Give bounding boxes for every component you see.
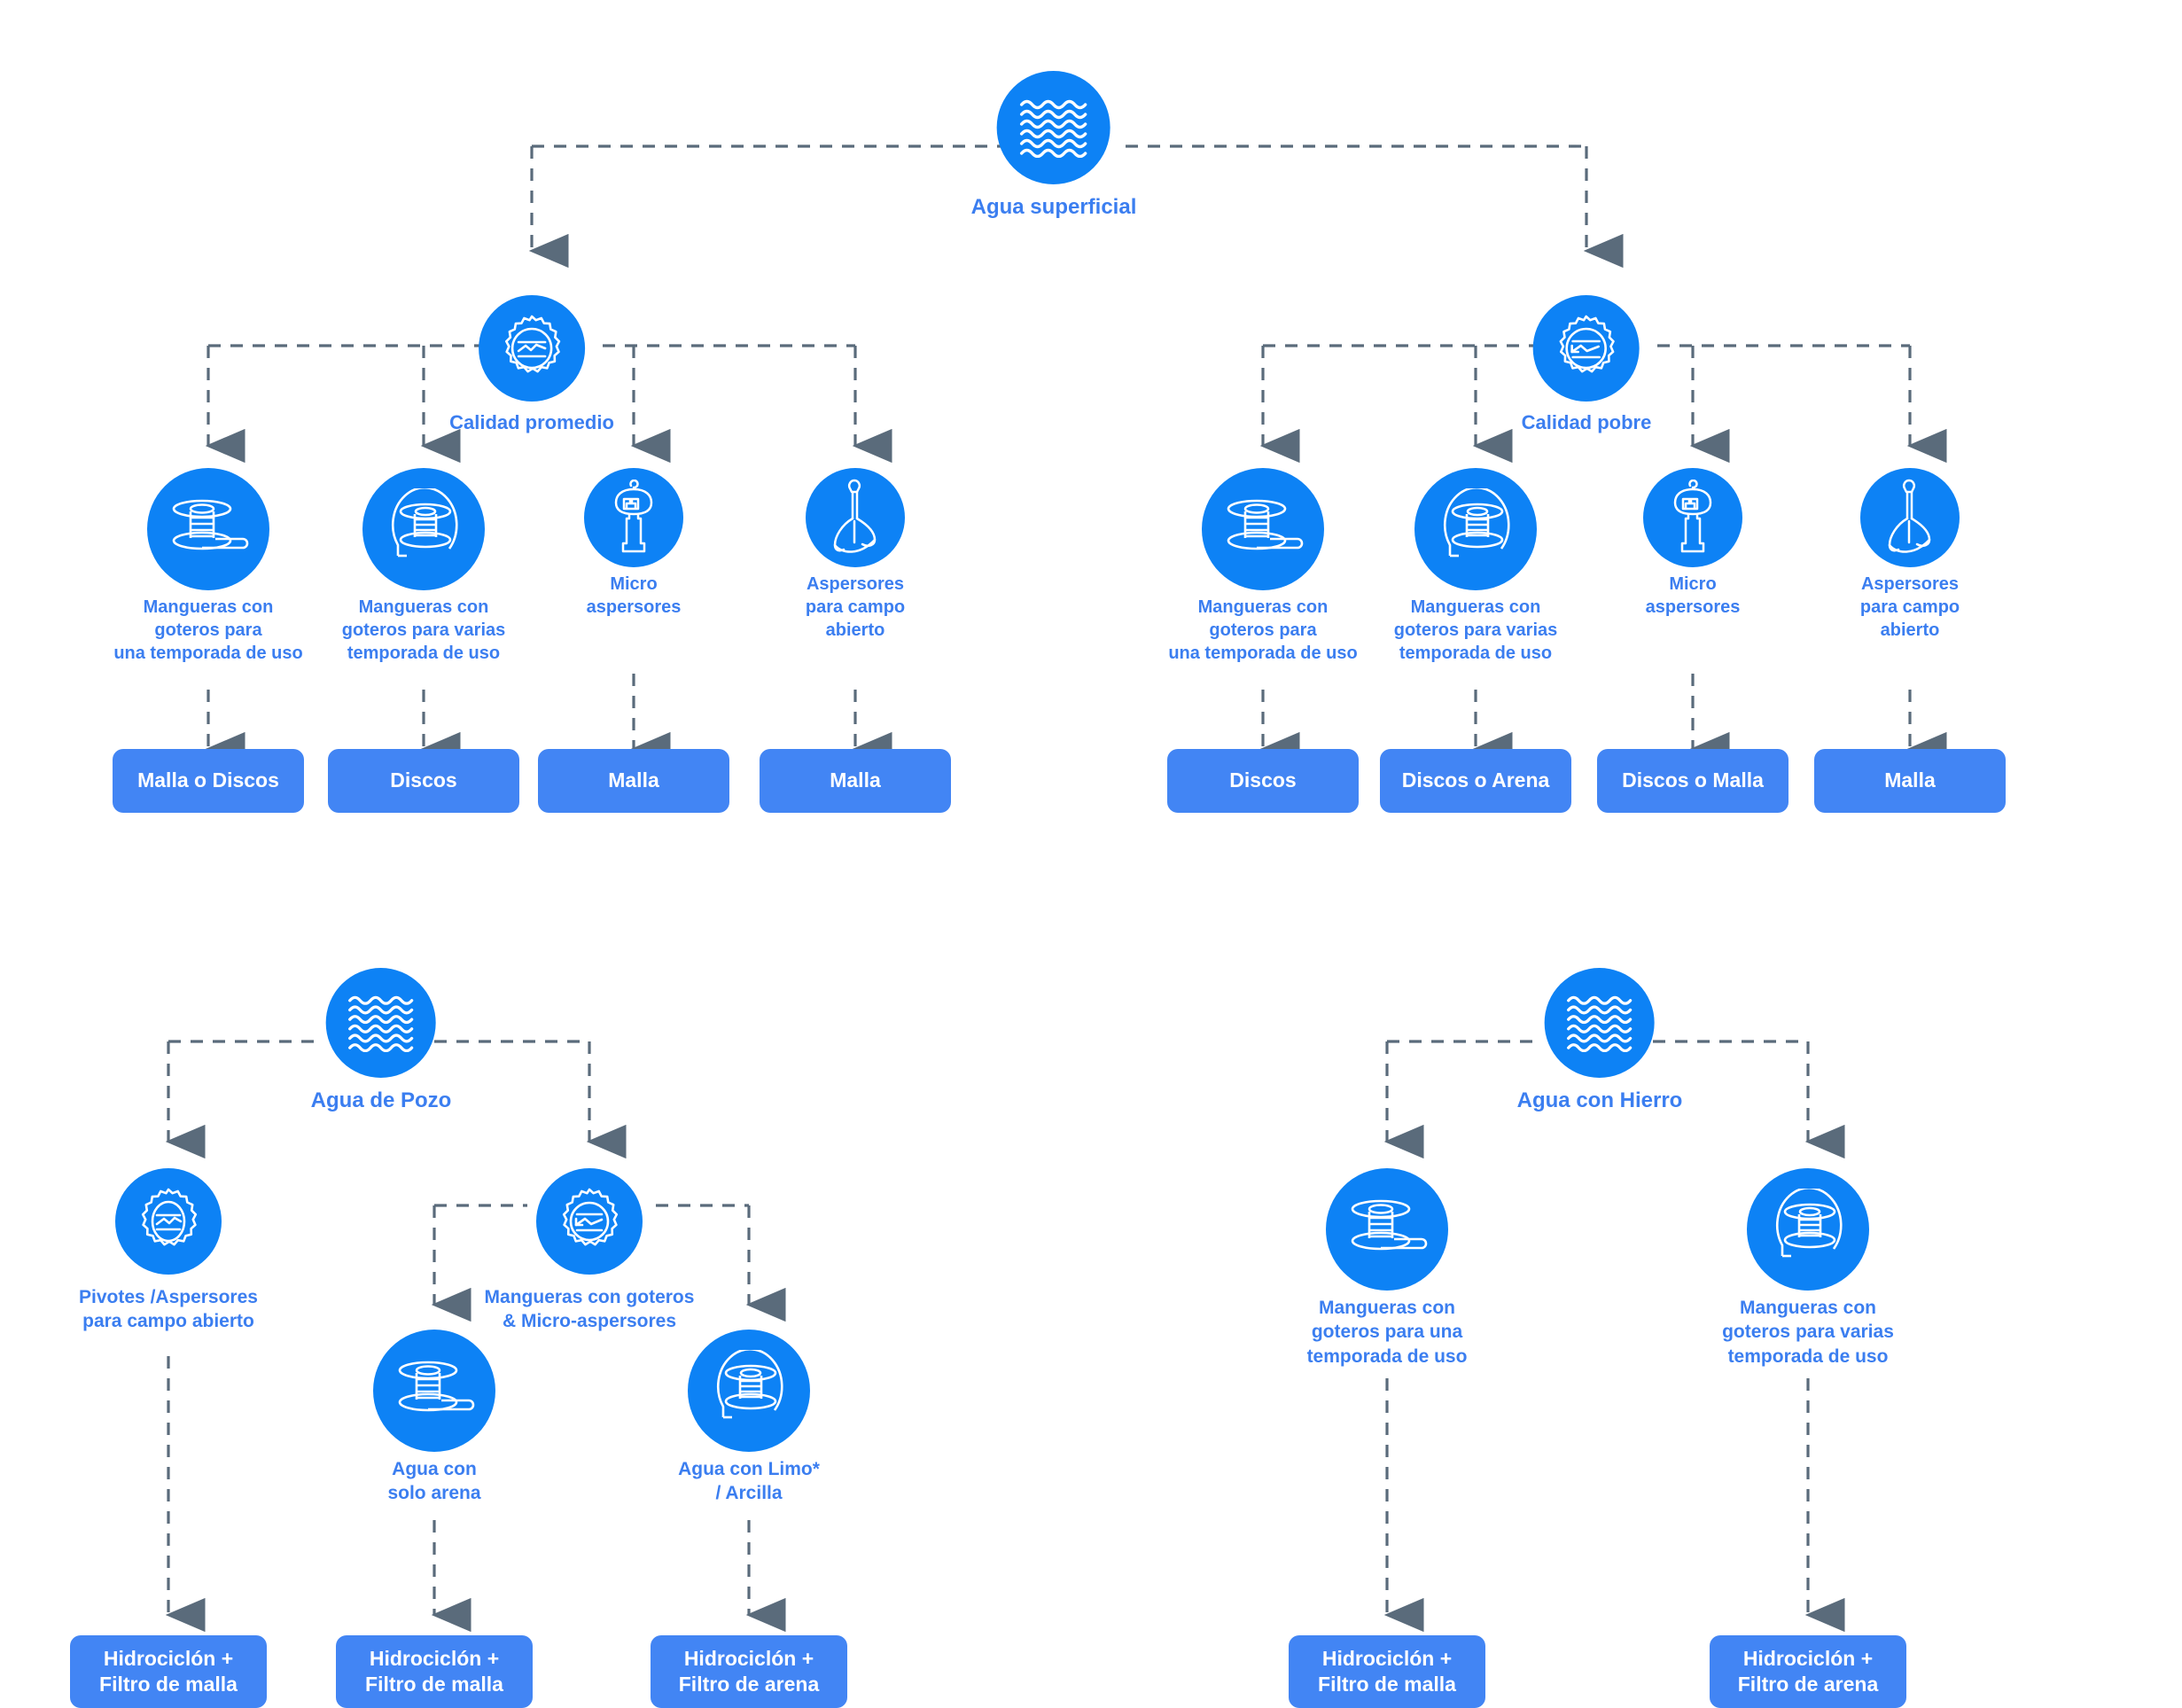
- leaf-label: Aspersores para campo abierto: [805, 574, 906, 640]
- water-waves-icon: [325, 968, 436, 1078]
- micro-sprinkler-glyph: [614, 480, 653, 553]
- quality-badge-poor-glyph: [1559, 315, 1616, 373]
- leaf-label: Mangueras con goteros para varias tempor…: [1393, 597, 1558, 663]
- node-label: Mangueras con goteros & Micro-aspersores: [484, 1287, 695, 1332]
- leaf-label: Agua con solo arena: [387, 1459, 481, 1504]
- leaf-hierro-una-temporada[interactable]: Mangueras con goteros para una temporada…: [1263, 1168, 1511, 1369]
- hose-reel-loop-glyph: [1444, 488, 1510, 558]
- chip-result[interactable]: Hidrociclón + Filtro de arena: [1710, 1635, 1906, 1708]
- node-label: Agua superficial: [970, 195, 1137, 219]
- node-calidad-promedio[interactable]: Calidad promedio: [449, 295, 614, 436]
- field-sprinkler-glyph: [1888, 479, 1931, 553]
- leaf-label: Mangueras con goteros para varias tempor…: [341, 597, 506, 663]
- leaf-mangueras-una-temporada-pobre[interactable]: Mangueras con goteros para una temporada…: [1134, 468, 1391, 665]
- node-label: Agua con Hierro: [1516, 1088, 1683, 1112]
- leaf-label: Mangueras con goteros para una temporada…: [1306, 1298, 1468, 1367]
- water-waves-icon: [997, 71, 1110, 184]
- hose-reel-loop-glyph: [392, 488, 458, 558]
- leaf-label: Agua con Limo* / Arcilla: [678, 1459, 820, 1504]
- leaf-mangueras-una-temporada[interactable]: Mangueras con goteros para una temporada…: [80, 468, 337, 665]
- node-agua-con-hierro[interactable]: Agua con Hierro: [1516, 968, 1683, 1114]
- leaf-aspersores-campo-abierto-pobre[interactable]: Aspersores para campo abierto: [1812, 468, 2007, 642]
- node-pivotes-aspersores[interactable]: Pivotes /Aspersores para campo abierto: [49, 1168, 288, 1334]
- leaf-micro-aspersores-pobre[interactable]: Micro aspersores: [1586, 468, 1799, 619]
- node-label: Agua de Pozo: [310, 1088, 452, 1112]
- node-label: Pivotes /Aspersores para campo abierto: [79, 1287, 258, 1332]
- leaf-label: Mangueras con goteros para una temporada…: [1168, 597, 1358, 663]
- node-label: Calidad promedio: [449, 411, 614, 433]
- water-waves-glyph: [348, 995, 414, 1052]
- node-agua-superficial[interactable]: Agua superficial: [970, 71, 1137, 221]
- chip-result[interactable]: Malla: [1814, 749, 2006, 813]
- node-agua-de-pozo[interactable]: Agua de Pozo: [310, 968, 452, 1114]
- chip-result[interactable]: Malla: [760, 749, 951, 813]
- hose-reel-single-season-icon: [373, 1330, 495, 1452]
- chip-result[interactable]: Hidrociclón + Filtro de malla: [336, 1635, 533, 1708]
- chip-result[interactable]: Discos: [328, 749, 519, 813]
- hose-reel-multi-season-icon: [1747, 1168, 1869, 1291]
- quality-badge-poor-icon: [536, 1168, 643, 1275]
- field-sprinkler-icon: [1860, 468, 1960, 567]
- leaf-label: Micro aspersores: [586, 574, 682, 617]
- leaf-mangueras-varias-temporadas-pobre[interactable]: Mangueras con goteros para varias tempor…: [1347, 468, 1604, 665]
- leaf-label: Micro aspersores: [1645, 574, 1741, 617]
- micro-sprinkler-icon: [1643, 468, 1742, 567]
- chip-result[interactable]: Malla: [538, 749, 729, 813]
- hose-reel-glyph: [1351, 1199, 1428, 1251]
- leaf-label: Mangueras con goteros para una temporada…: [113, 597, 303, 663]
- chip-result[interactable]: Discos o Malla: [1597, 749, 1788, 813]
- leaf-agua-con-solo-arena[interactable]: Agua con solo arena: [328, 1330, 541, 1506]
- chip-result[interactable]: Hidrociclón + Filtro de arena: [651, 1635, 847, 1708]
- micro-sprinkler-glyph: [1673, 480, 1712, 553]
- chip-result[interactable]: Discos o Arena: [1380, 749, 1571, 813]
- leaf-label: Aspersores para campo abierto: [1859, 574, 1960, 640]
- node-label: Calidad pobre: [1521, 411, 1652, 433]
- hose-reel-glyph: [1227, 499, 1304, 550]
- leaf-micro-aspersores[interactable]: Micro aspersores: [527, 468, 740, 619]
- hose-reel-glyph: [398, 1361, 475, 1412]
- hose-reel-multi-season-icon: [688, 1330, 810, 1452]
- quality-badge-poor-glyph: [562, 1188, 619, 1246]
- field-sprinkler-glyph: [833, 479, 877, 553]
- water-waves-glyph: [1567, 995, 1633, 1052]
- hose-reel-single-season-icon: [147, 468, 269, 590]
- hose-reel-loop-glyph: [1776, 1189, 1843, 1258]
- hose-reel-multi-season-icon: [362, 468, 485, 590]
- leaf-label: Mangueras con goteros para varias tempor…: [1722, 1298, 1894, 1367]
- quality-badge-average-glyph: [504, 315, 561, 373]
- hose-reel-single-season-icon: [1326, 1168, 1448, 1291]
- chip-result[interactable]: Discos: [1167, 749, 1359, 813]
- hose-reel-loop-glyph: [717, 1350, 783, 1419]
- leaf-aspersores-campo-abierto[interactable]: Aspersores para campo abierto: [758, 468, 953, 642]
- leaf-agua-con-limo-arcilla[interactable]: Agua con Limo* / Arcilla: [638, 1330, 860, 1506]
- quality-badge-poor-icon: [1533, 295, 1640, 402]
- node-mangueras-micro-aspersores[interactable]: Mangueras con goteros & Micro-aspersores: [443, 1168, 736, 1334]
- quality-badge-average-icon: [478, 295, 585, 402]
- chip-result[interactable]: Malla o Discos: [113, 749, 304, 813]
- water-waves-icon: [1544, 968, 1655, 1078]
- node-calidad-pobre[interactable]: Calidad pobre: [1521, 295, 1652, 436]
- hose-reel-glyph: [172, 499, 249, 550]
- water-waves-glyph: [1020, 99, 1087, 158]
- quality-badge-average-glyph: [141, 1188, 198, 1246]
- hose-reel-single-season-icon: [1202, 468, 1324, 590]
- micro-sprinkler-icon: [584, 468, 683, 567]
- chip-result[interactable]: Hidrociclón + Filtro de malla: [70, 1635, 267, 1708]
- quality-badge-average-icon: [115, 1168, 222, 1275]
- hose-reel-multi-season-icon: [1414, 468, 1537, 590]
- leaf-hierro-varias-temporadas[interactable]: Mangueras con goteros para varias tempor…: [1679, 1168, 1937, 1369]
- field-sprinkler-icon: [806, 468, 905, 567]
- leaf-mangueras-varias-temporadas[interactable]: Mangueras con goteros para varias tempor…: [295, 468, 552, 665]
- chip-result[interactable]: Hidrociclón + Filtro de malla: [1289, 1635, 1485, 1708]
